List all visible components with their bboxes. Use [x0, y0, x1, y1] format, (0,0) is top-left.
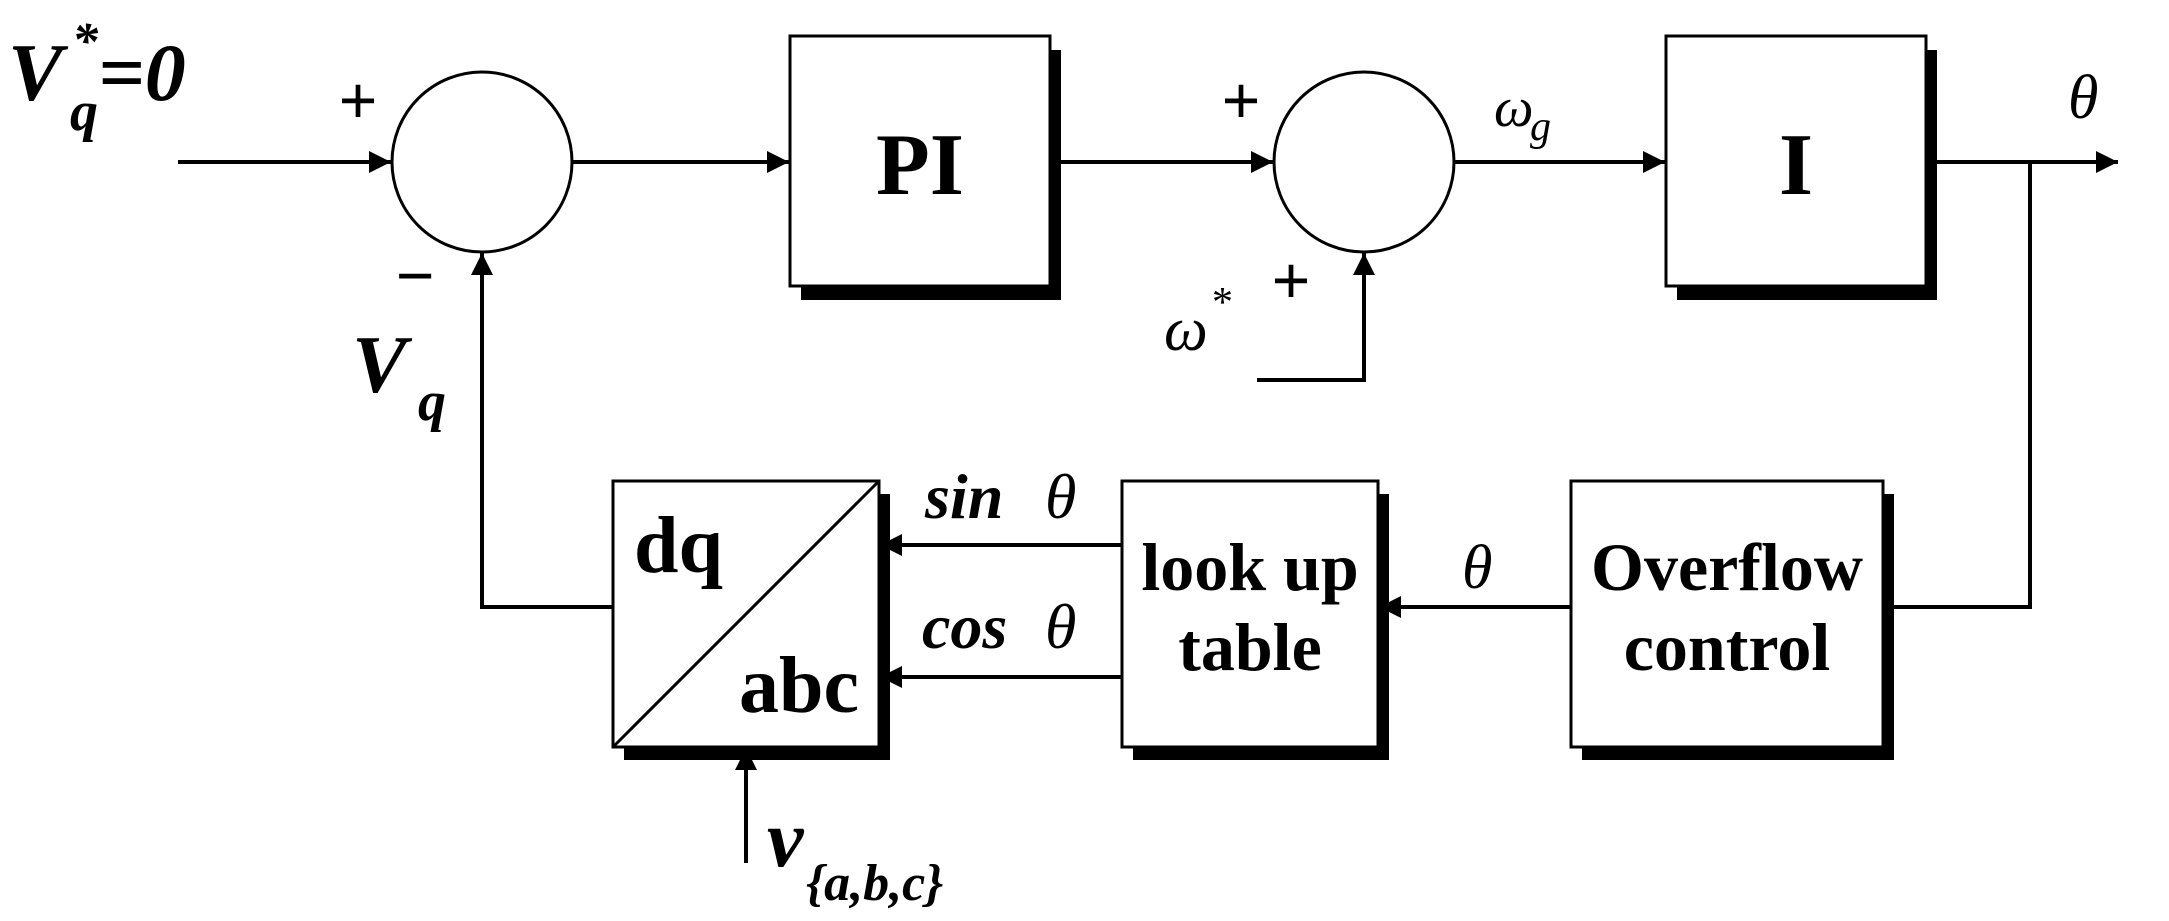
reference-value: =0 [98, 27, 186, 118]
cos-word: cos [922, 591, 1007, 662]
vq-feedback-arrow [471, 253, 613, 609]
cos-theta-symbol: θ [1045, 591, 1076, 662]
reference-star: * [72, 13, 99, 70]
summing-junction-2 [1272, 70, 1456, 254]
overflow-control-block: Overflow control [1569, 479, 1894, 760]
sin-theta-symbol: θ [1045, 461, 1076, 532]
omega-g-label: ω g [1494, 77, 1551, 150]
sum1-plus-sign: + [339, 63, 378, 137]
omega-star-superscript: * [1210, 280, 1231, 326]
transform-label-dq: dq [634, 502, 723, 590]
reference-symbol: V [8, 27, 69, 118]
vq-subscript: q [418, 371, 446, 433]
omega-star-symbol: ω [1164, 296, 1208, 364]
reference-subscript: q [70, 81, 98, 143]
sum2-plus-sign-top: + [1222, 63, 1261, 137]
vabc-symbol: v [767, 793, 805, 884]
dq-abc-transform-block: dq abc [611, 479, 890, 760]
vabc-subscript: {a,b,c} [806, 855, 943, 912]
vq-symbol: V [352, 319, 413, 410]
omega-star-input-arrow [1257, 253, 1375, 382]
omega-g-subscript: g [1530, 104, 1551, 150]
omega-star-label: ω * [1164, 280, 1231, 364]
pi-label: PI [876, 117, 964, 214]
theta-feedback-label: θ [1462, 534, 1492, 602]
transform-diagonal [611, 479, 881, 749]
pi-block: PI [788, 34, 1061, 300]
integrator-block: I [1664, 34, 1937, 300]
lookup-label-line1: look up [1141, 529, 1358, 605]
sin-word: sin [924, 461, 1003, 532]
vq-feedback-label: V q [352, 319, 446, 433]
summing-junction-1 [390, 70, 574, 254]
theta-feedback-to-overflow [1883, 162, 2032, 609]
vabc-input-label: v {a,b,c} [767, 793, 943, 912]
sum2-plus-sign-bottom: + [1272, 243, 1311, 317]
lookup-table-block: look up table [1120, 479, 1389, 760]
theta-output-label: θ [2068, 64, 2098, 132]
overflow-label-line1: Overflow [1591, 529, 1863, 605]
overflow-label-line2: control [1624, 609, 1831, 685]
sum1-minus-sign: − [396, 238, 435, 312]
transform-label-abc: abc [739, 642, 859, 730]
omega-g-symbol: ω [1494, 77, 1534, 139]
integrator-label: I [1779, 117, 1813, 214]
sin-theta-label: sin θ [924, 461, 1076, 532]
reference-label: V * q =0 [8, 13, 186, 143]
cos-theta-label: cos θ [922, 591, 1076, 662]
lookup-label-line2: table [1178, 609, 1322, 685]
